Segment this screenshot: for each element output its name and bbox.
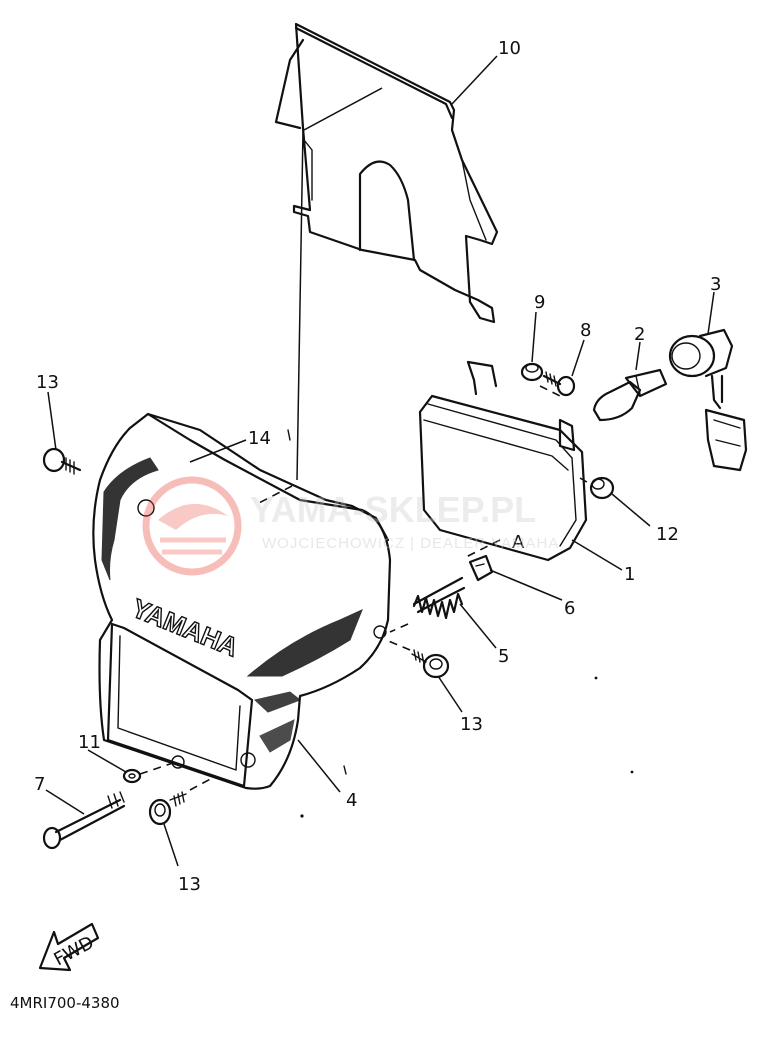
spring-part-5 — [412, 576, 466, 620]
callout-5: 5 — [498, 646, 509, 667]
callout-8: 8 — [580, 320, 591, 341]
bracket-leader-dashed — [254, 485, 293, 506]
washer-part-11 — [122, 768, 142, 784]
screw-part-13-top — [42, 447, 82, 475]
bolt-part-7 — [42, 791, 126, 850]
callout-6: 6 — [564, 598, 575, 619]
callout-1: 1 — [624, 564, 635, 585]
callout-10: 10 — [498, 38, 521, 59]
svg-text:A: A — [512, 532, 525, 553]
watermark: YAMA-SKLEP.PL WOJCIECHOWICZ | DEALER YAM… — [142, 476, 559, 576]
watermark-main-text: YAMA-SKLEP.PL — [250, 489, 536, 530]
socket-part-3 — [668, 328, 748, 472]
callout-13-mid: 13 — [460, 714, 483, 735]
callout-3: 3 — [710, 274, 721, 295]
callout-leaders — [45, 55, 715, 867]
screw-part-13-mid — [411, 649, 450, 679]
diagram-part-code: 4MRI700-4380 — [10, 994, 120, 1012]
callout-7: 7 — [34, 774, 45, 795]
callout-4: 4 — [346, 790, 357, 811]
callout-2: 2 — [634, 324, 645, 345]
bulb-part-2 — [592, 368, 668, 422]
forward-arrow-icon: FWD — [38, 922, 100, 972]
screw-part-13-bottom — [148, 791, 187, 826]
callout-labels: 10 9 8 2 3 13 14 12 1 6 5 13 11 7 4 13 — [34, 38, 721, 895]
bracket-part-10 — [274, 22, 499, 324]
callout-11: 11 — [78, 732, 101, 753]
watermark-sub-text: WOJCIECHOWICZ | DEALER YAMAHA — [262, 535, 559, 552]
callout-9: 9 — [534, 292, 545, 313]
callout-12: 12 — [656, 524, 679, 545]
headlight-unit-part-1: A — [418, 360, 588, 562]
adjuster-nut-part-6 — [468, 554, 494, 582]
headlight-cover-part-14: YAMAHA — [92, 412, 392, 790]
yamaha-brand-lettering: YAMAHA — [128, 593, 243, 663]
callout-14: 14 — [248, 428, 271, 449]
callout-13-top: 13 — [36, 372, 59, 393]
grommet-part-9 — [520, 362, 544, 382]
cap-part-12 — [589, 476, 615, 500]
fwd-label: FWD — [50, 932, 97, 970]
assembly-guide-line — [296, 129, 304, 481]
callout-13-bottom: 13 — [178, 874, 201, 895]
screw-part-8 — [542, 371, 576, 397]
